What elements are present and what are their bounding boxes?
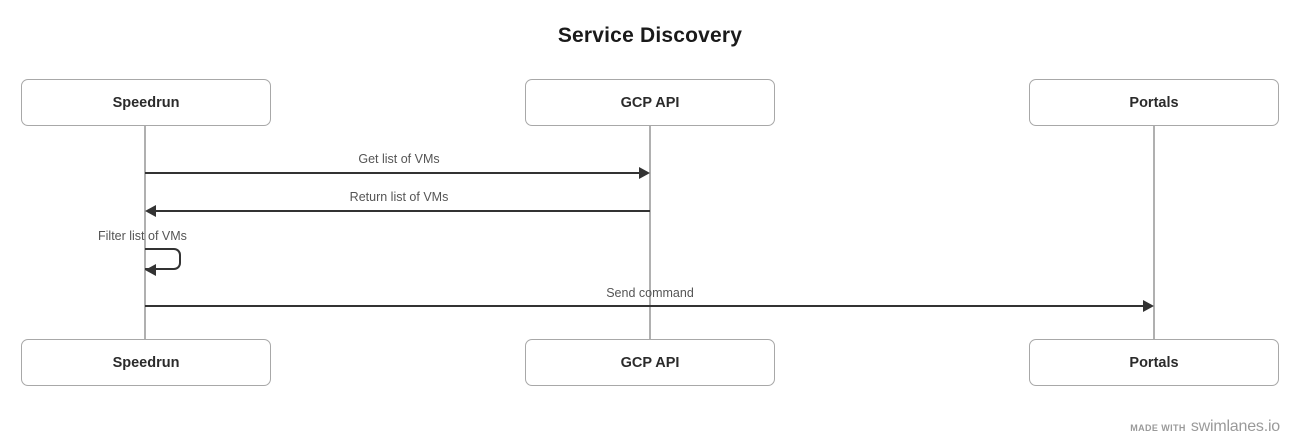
participant-header-gcp-api[interactable]: GCP API xyxy=(525,79,775,126)
participant-header-portals-label: Portals xyxy=(1129,94,1179,111)
message-line-get-list-of-vms xyxy=(145,172,640,174)
arrow-head-filter-list-of-vms xyxy=(145,264,156,276)
message-label-filter-list-of-vms: Filter list of VMs xyxy=(98,229,187,243)
watermark-prefix: MADE WITH xyxy=(1130,423,1186,433)
participant-footer-portals[interactable]: Portals xyxy=(1029,339,1279,386)
participant-header-speedrun-label: Speedrun xyxy=(112,94,180,111)
watermark[interactable]: MADE WITH swimlanes.io xyxy=(1130,418,1280,436)
message-label-get-list-of-vms: Get list of VMs xyxy=(358,152,440,166)
participant-header-gcp-api-label: GCP API xyxy=(620,94,680,111)
participant-footer-speedrun-label: Speedrun xyxy=(112,354,180,371)
participant-footer-gcp-api-label: GCP API xyxy=(620,354,680,371)
participant-header-portals[interactable]: Portals xyxy=(1029,79,1279,126)
participant-footer-gcp-api[interactable]: GCP API xyxy=(525,339,775,386)
message-label-return-list-of-vms: Return list of VMs xyxy=(349,190,449,204)
arrow-head-return-list-of-vms xyxy=(145,205,156,217)
lifeline-gcp-api xyxy=(649,125,651,339)
watermark-brand: swimlanes.io xyxy=(1190,418,1280,435)
participant-footer-portals-label: Portals xyxy=(1129,354,1179,371)
lifeline-portals xyxy=(1153,125,1155,339)
self-message-loop-filter-list-of-vms xyxy=(145,248,181,270)
message-line-return-list-of-vms xyxy=(156,210,650,212)
arrow-head-get-list-of-vms xyxy=(639,167,650,179)
participant-header-speedrun[interactable]: Speedrun xyxy=(21,79,271,126)
message-label-send-command: Send command xyxy=(606,286,694,300)
lifeline-speedrun xyxy=(144,125,146,339)
page-title: Service Discovery xyxy=(557,24,743,47)
participant-footer-speedrun[interactable]: Speedrun xyxy=(21,339,271,386)
arrow-head-send-command xyxy=(1143,300,1154,312)
message-line-send-command xyxy=(145,305,1144,307)
